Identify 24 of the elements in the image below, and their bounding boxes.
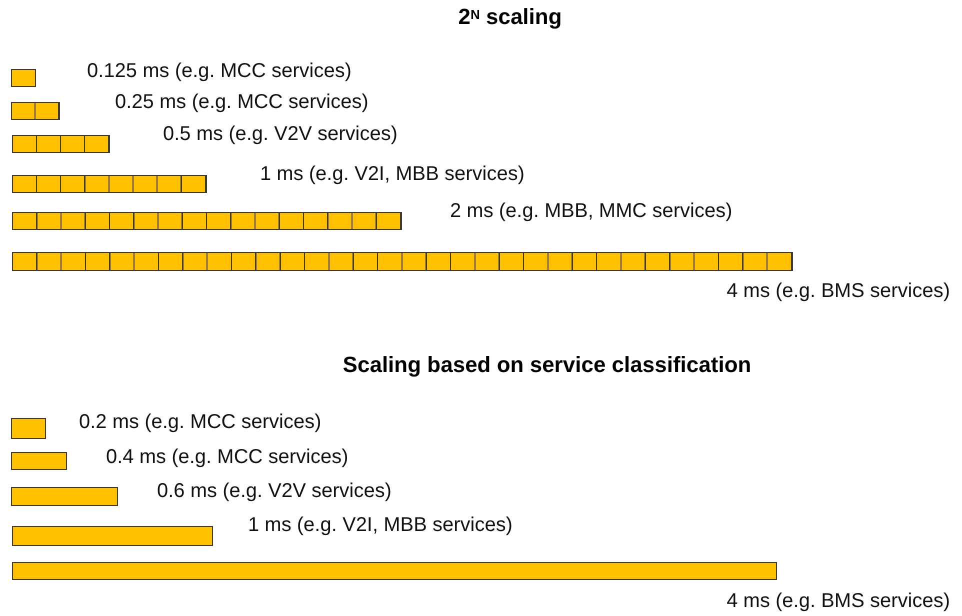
bar-caption: 1 ms (e.g. V2I, MBB services) <box>248 514 513 536</box>
bar-caption: 0.6 ms (e.g. V2V services) <box>157 480 392 502</box>
section-heading: 2$^{N}$ scaling <box>458 4 562 30</box>
bar-caption: 1 ms (e.g. V2I, MBB services) <box>260 163 525 185</box>
duration-bar <box>12 212 402 230</box>
duration-bar <box>12 562 777 580</box>
bar-caption: 2 ms (e.g. MBB, MMC services) <box>450 200 732 222</box>
bar-caption: 0.4 ms (e.g. MCC services) <box>106 446 348 468</box>
bar-caption: 0.25 ms (e.g. MCC services) <box>115 91 368 113</box>
bar-caption: 0.5 ms (e.g. V2V services) <box>163 123 398 145</box>
section-heading: Scaling based on service classification <box>342 352 752 378</box>
duration-bar <box>12 252 793 271</box>
bar-caption: 4 ms (e.g. BMS services) <box>726 590 950 612</box>
duration-bar <box>11 487 118 506</box>
bar-caption: 0.2 ms (e.g. MCC services) <box>79 411 322 433</box>
bar-caption: 0.125 ms (e.g. MCC services) <box>87 60 352 82</box>
duration-bar <box>11 69 36 87</box>
duration-bar <box>12 175 207 193</box>
duration-bar <box>11 452 67 470</box>
duration-bar <box>11 102 60 120</box>
duration-bar <box>12 135 110 153</box>
bar-caption: 4 ms (e.g. BMS services) <box>726 280 950 302</box>
duration-bar <box>11 418 46 439</box>
duration-bar <box>12 526 213 546</box>
